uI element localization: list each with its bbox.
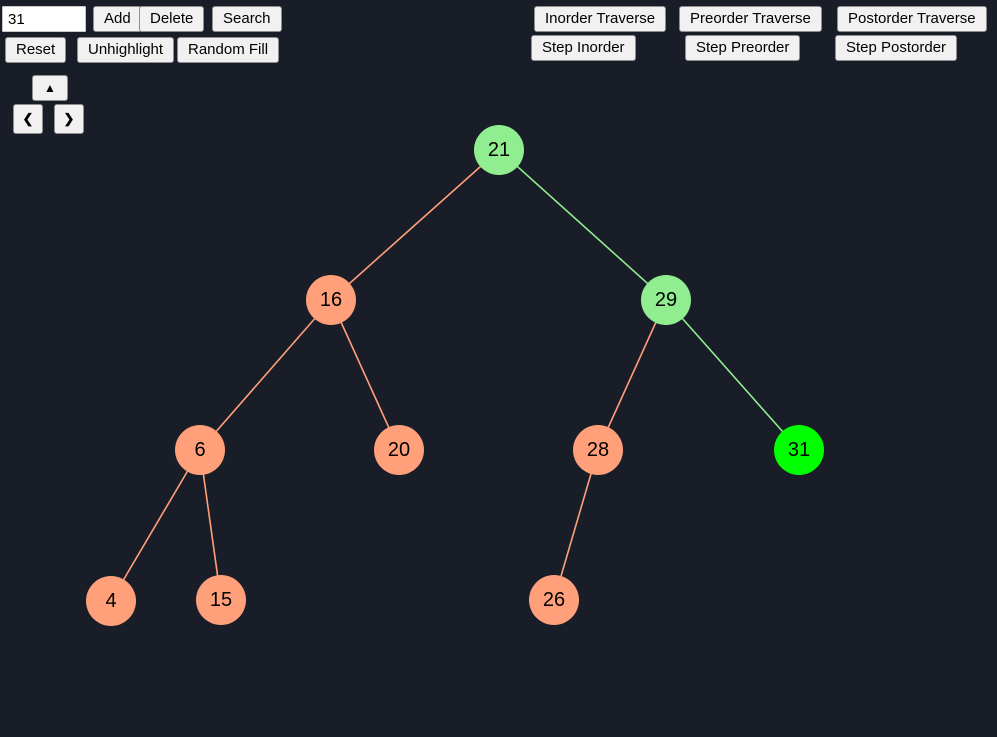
tree-node-26: 26 xyxy=(529,575,579,625)
tree-node-label: 15 xyxy=(210,589,232,611)
pan-left-button[interactable]: ❮ xyxy=(13,104,43,134)
delete-button[interactable]: Delete xyxy=(139,6,205,32)
tree-node-circle xyxy=(529,575,579,625)
tree-edge-6-4 xyxy=(110,449,201,602)
tree-node-label: 28 xyxy=(587,439,609,461)
pan-up-button[interactable]: ▲ xyxy=(32,75,68,101)
tree-node-label: 29 xyxy=(655,289,677,311)
tree-edge-6-15 xyxy=(199,449,222,601)
tree-edge-21-29 xyxy=(498,149,667,301)
random-fill-button[interactable]: Random Fill xyxy=(177,37,280,63)
step-postorder-button[interactable]: Step Postorder xyxy=(835,35,958,61)
tree-node-circle xyxy=(774,425,824,475)
add-button[interactable]: Add xyxy=(93,6,142,32)
tree-node-circle xyxy=(374,425,424,475)
pan-right-button[interactable]: ❯ xyxy=(54,104,84,134)
chevron-right-icon: ❯ xyxy=(63,111,75,126)
tree-node-label: 31 xyxy=(788,439,810,461)
search-button[interactable]: Search xyxy=(212,6,282,32)
chevron-left-icon: ❮ xyxy=(22,111,34,126)
tree-edge-29-31 xyxy=(665,299,800,451)
tree-node-circle xyxy=(573,425,623,475)
tree-node-label: 16 xyxy=(320,289,342,311)
value-input[interactable] xyxy=(2,6,86,32)
tree-node-28: 28 xyxy=(573,425,623,475)
tree-node-label: 4 xyxy=(105,590,116,612)
tree-node-label: 20 xyxy=(388,439,410,461)
tree-edge-16-6 xyxy=(199,299,332,451)
tree-edge-28-26 xyxy=(553,449,599,601)
tree-edge-21-16 xyxy=(330,149,500,301)
tree-node-29: 29 xyxy=(641,275,691,325)
preorder-traverse-button[interactable]: Preorder Traverse xyxy=(679,6,822,32)
tree-node-20: 20 xyxy=(374,425,424,475)
tree-node-label: 6 xyxy=(194,439,205,461)
tree-node-4: 4 xyxy=(86,576,136,626)
inorder-traverse-button[interactable]: Inorder Traverse xyxy=(534,6,667,32)
triangle-up-icon: ▲ xyxy=(44,81,56,95)
tree-node-6: 6 xyxy=(175,425,225,475)
postorder-traverse-button[interactable]: Postorder Traverse xyxy=(837,6,987,32)
tree-node-circle xyxy=(196,575,246,625)
tree-edge-29-28 xyxy=(597,299,667,451)
tree-node-circle xyxy=(86,576,136,626)
tree-node-label: 26 xyxy=(543,589,565,611)
tree-node-circle xyxy=(474,125,524,175)
tree-edge-16-20 xyxy=(330,299,400,451)
tree-node-circle xyxy=(641,275,691,325)
reset-button[interactable]: Reset xyxy=(5,37,67,63)
step-preorder-button[interactable]: Step Preorder xyxy=(685,35,801,61)
tree-node-21: 21 xyxy=(474,125,524,175)
tree-node-16: 16 xyxy=(306,275,356,325)
tree-node-circle xyxy=(306,275,356,325)
tree-node-circle xyxy=(175,425,225,475)
tree-node-31: 31 xyxy=(774,425,824,475)
unhighlight-button[interactable]: Unhighlight xyxy=(77,37,175,63)
tree-node-15: 15 xyxy=(196,575,246,625)
tree-node-label: 21 xyxy=(488,139,510,161)
step-inorder-button[interactable]: Step Inorder xyxy=(531,35,636,61)
